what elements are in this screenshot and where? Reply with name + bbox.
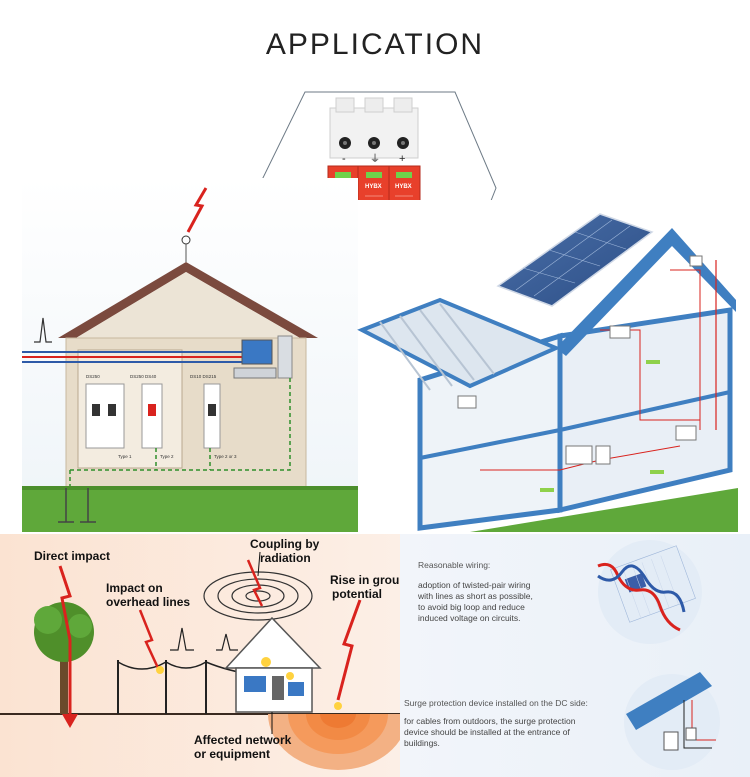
- label-affected-2: or equipment: [194, 747, 270, 761]
- wiring-line-2: with lines as short as possible,: [417, 591, 533, 601]
- left-house-diagram: DS250 DS250 DS40 DS10 DS215 Type 1 Type …: [22, 178, 358, 532]
- label-rise-1: Rise in ground: [330, 573, 414, 587]
- breaker-label-2: DS250 DS40: [130, 374, 157, 379]
- dc-spd-illustration: [624, 672, 720, 770]
- wiring-line-3: to avoid big loop and reduce: [418, 602, 525, 612]
- type-tag-1: Type 1: [118, 454, 132, 459]
- label-rise-2: potential: [332, 587, 382, 601]
- wiring-notes-panel: Reasonable wiring: adoption of twisted-p…: [400, 534, 750, 777]
- device-brand-3: HYBX: [395, 184, 412, 190]
- terminal-minus-label: -: [342, 153, 346, 165]
- label-coupling-2: radiation: [260, 551, 311, 565]
- lightning-mechanisms-panel: Direct impact Impact on overhead lines C…: [0, 534, 414, 777]
- terminal-plus-label: +: [399, 153, 405, 165]
- wiring-line-1: adoption of twisted-pair wiring: [418, 580, 531, 590]
- breaker-label-1: DS250: [86, 374, 100, 379]
- dc-line-3: buildings.: [404, 738, 440, 748]
- terminal-ground-label: ⏚: [370, 153, 380, 165]
- label-direct-impact: Direct impact: [34, 549, 110, 563]
- dc-title: Surge protection device installed on the…: [404, 698, 588, 708]
- wiring-line-4: induced voltage on circuits.: [418, 613, 521, 623]
- dc-line-1: for cables from outdoors, the surge prot…: [404, 716, 576, 726]
- label-coupling-1: Coupling by: [250, 537, 320, 551]
- twisted-pair-illustration: [597, 540, 702, 644]
- label-impact-overhead-1: Impact on: [106, 581, 163, 595]
- type-tag-2: Type 2: [160, 454, 174, 459]
- wiring-title: Reasonable wiring:: [418, 560, 490, 570]
- solar-house-diagram: [357, 200, 738, 532]
- breaker-label-3: DS10 DS215: [190, 374, 217, 379]
- type-tag-3: Type 2 or 3: [214, 454, 237, 459]
- label-impact-overhead-2: overhead lines: [106, 595, 190, 609]
- label-affected-1: Affected network: [194, 733, 292, 747]
- page-title: APPLICATION: [265, 28, 485, 61]
- device-brand-2: HYBX: [365, 184, 382, 190]
- dc-line-2: device should be installed at the entran…: [404, 727, 571, 737]
